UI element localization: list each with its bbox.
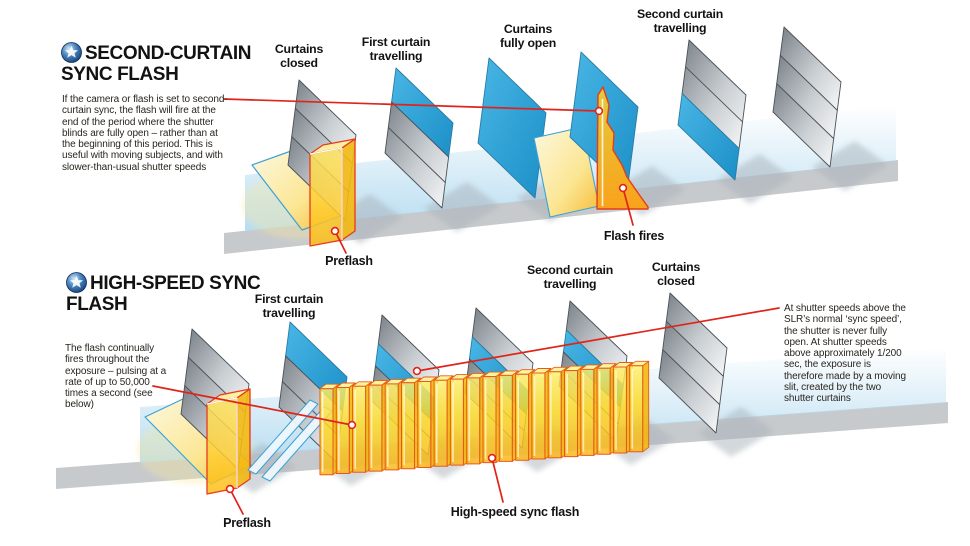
top-title-text: SECOND-CURTAIN SYNC FLASH <box>61 43 252 85</box>
leader-flash-fires <box>622 187 634 226</box>
stage-label-bottom-second-curtain: Second curtain travelling <box>526 263 614 291</box>
top-title: SECOND-CURTAIN SYNC FLASH <box>61 42 266 85</box>
flash-fires-flame <box>596 86 649 210</box>
panel-top-curtains-closed-end <box>772 26 842 168</box>
panel-bottom-curtains-closed-end <box>658 292 728 434</box>
panel-top-second-curtain-travelling <box>677 39 747 181</box>
preflash-label-top: Preflash <box>325 254 373 268</box>
side-note: At shutter speeds above the SLR’s normal… <box>784 303 906 405</box>
flash-fires-label: Flash fires <box>603 229 665 243</box>
bottom-intro: The flash continually fires throughout t… <box>65 343 167 411</box>
stage-label-top-second-curtain: Second curtain travelling <box>636 7 724 35</box>
flash-sphere-icon <box>66 272 87 293</box>
stage-label-bottom-curtains-closed: Curtains closed <box>651 260 701 288</box>
leader-lines <box>152 98 780 515</box>
hss-label: High-speed sync flash <box>450 505 580 519</box>
bottom-title: HIGH-SPEED SYNC FLASH <box>66 272 271 315</box>
stage-label-top-curtains-closed: Curtains closed <box>274 42 324 70</box>
stage-label-bottom-first-curtain: First curtain travelling <box>254 292 324 320</box>
leader-50000-text <box>152 385 353 426</box>
top-diagram <box>224 26 898 254</box>
panel-top-curtains-fully-open <box>477 57 547 199</box>
preflash-block-bottom <box>206 388 251 495</box>
preflash-block-top <box>309 138 356 247</box>
bottom-diagram <box>56 292 948 495</box>
leader-hss <box>491 457 504 503</box>
pulse-bars <box>319 360 650 476</box>
stage-label-top-first-curtain: First curtain travelling <box>361 35 431 63</box>
leader-second-curtain-text <box>223 98 600 112</box>
panel-top-first-curtain-travelling <box>384 67 454 209</box>
top-intro: If the camera or flash is set to second-… <box>62 94 228 173</box>
stage-label-top-fully-open: Curtains fully open <box>499 22 557 50</box>
leader-preflash-bottom <box>229 488 244 515</box>
leader-side-note <box>416 307 780 372</box>
flash-sphere-icon <box>61 42 82 63</box>
preflash-label-bottom: Preflash <box>223 516 271 530</box>
bottom-title-text: HIGH-SPEED SYNC FLASH <box>66 273 261 315</box>
